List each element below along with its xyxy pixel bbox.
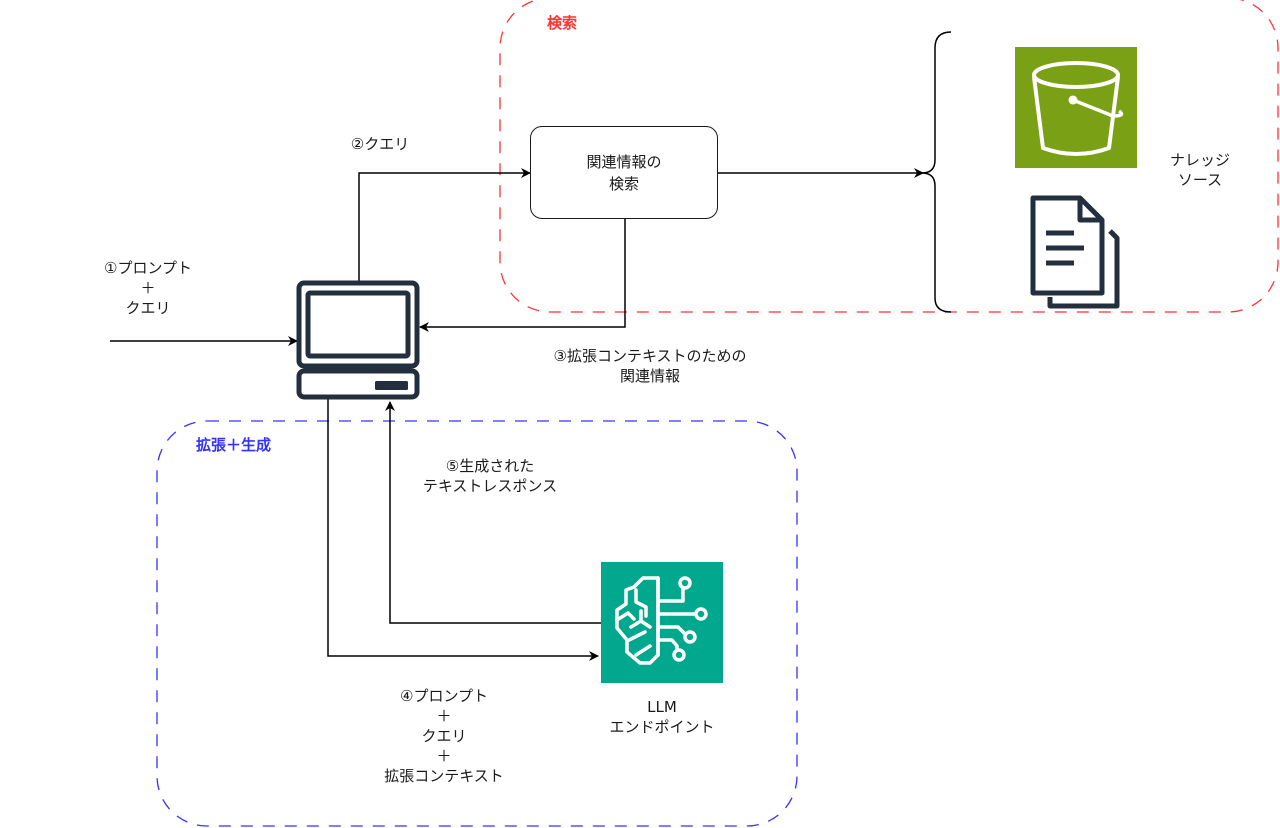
knowledge-source-label: ナレッジ ソース: [1169, 151, 1230, 189]
edge-step3-label: ③拡張コンテキストのための 関連情報: [553, 347, 747, 385]
bucket-icon: [1015, 47, 1137, 168]
edge-step5-label: ⑤生成された テキストレスポンス: [422, 457, 558, 495]
knowledge-brace: [921, 31, 952, 313]
edge-step2: [358, 168, 531, 282]
llm-endpoint-label: LLM エンドポイント: [609, 698, 715, 736]
edge-step5: [385, 401, 601, 624]
edge-step4: [327, 399, 599, 661]
edge-step4-label: ④プロンプト ＋ クエリ ＋ 拡張コンテキスト: [384, 687, 504, 785]
brain-circuit-icon: [601, 562, 723, 683]
retrieval-group-border: [499, 0, 1279, 313]
edge-step1-label: ①プロンプト ＋ クエリ: [104, 259, 192, 317]
augment-generate-group-border: [156, 420, 798, 827]
computer-icon: [296, 280, 420, 400]
augment-generate-group-title: 拡張＋生成: [196, 436, 272, 454]
edge-step2-label: ②クエリ: [350, 135, 410, 153]
retrieval-group-title: 検索: [547, 14, 578, 32]
edge-step3: [419, 219, 626, 332]
search-relevant-info-node[interactable]: 関連情報の 検索: [530, 126, 718, 219]
documents-icon: [1030, 195, 1120, 309]
